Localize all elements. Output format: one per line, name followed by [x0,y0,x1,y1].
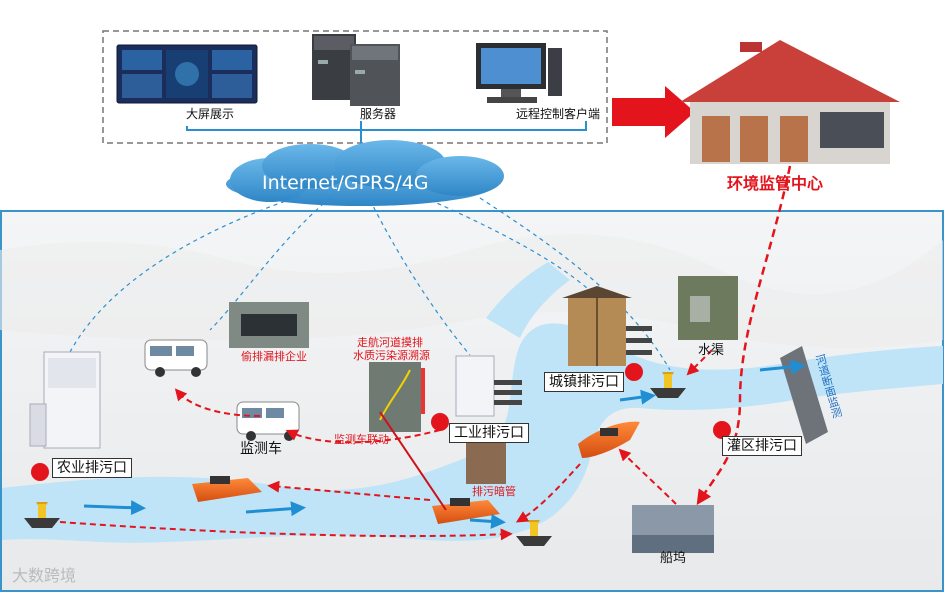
boat-3 [578,421,640,458]
supervision-building-icon [680,40,900,164]
monitoring-van-1 [144,339,208,377]
server-icon [312,34,400,106]
big-screen-label: 大屏展示 [186,107,235,121]
industrial-outlet-tag: 工业排污口 [449,423,529,443]
trace-label-line1: 走航河道摸排 [357,336,423,349]
trace-label-line2: 水质污染源溯源 [353,349,430,362]
irrigation-outlet-tag: 灌区排污口 [722,436,802,456]
trace-map-photo [369,362,421,432]
buoy-left [24,502,60,528]
enterprise-label: 偷排漏排企业 [241,350,307,363]
industrial-station-cabinet [455,355,522,417]
township-outlet-tag: 城镇排污口 [544,372,624,392]
outlet-markers [31,363,731,481]
buoy-middle [516,520,552,546]
canal-label: 水渠 [698,343,725,358]
center-dispatch-path [696,165,792,505]
trace-link-line [379,411,447,511]
boat-2 [432,498,500,524]
network-label: Internet/GPRS/4G [262,172,429,194]
remote-client-icon [476,43,562,103]
patrol-flows [59,349,713,541]
vehicle-linkage-label: 监测车联动 [334,433,389,446]
sewage-pipe-photo [466,440,506,484]
remote-client-label: 远程控制客户端 [516,107,601,121]
township-station-house [562,286,652,366]
network-cloud [226,140,504,206]
buoy-right [650,372,686,398]
dock-label: 船坞 [660,551,687,566]
agricultural-outlet-tag: 农业排污口 [52,458,132,478]
to-center-arrow [612,86,695,138]
server-label: 服务器 [360,107,397,121]
center-label: 环境监管中心 [727,174,824,193]
agricultural-station-cabinet [29,351,101,449]
watermark: 大数跨境 [12,566,77,585]
lan-bus-line [186,121,587,131]
water-flow-arrows [83,359,806,529]
telemetry-links [69,195,671,371]
big-screen-icon [116,44,258,104]
boat-1 [192,476,262,502]
sewage-pipe-label: 排污暗管 [472,485,516,498]
monitor-vehicle-label: 监测车 [240,441,282,457]
